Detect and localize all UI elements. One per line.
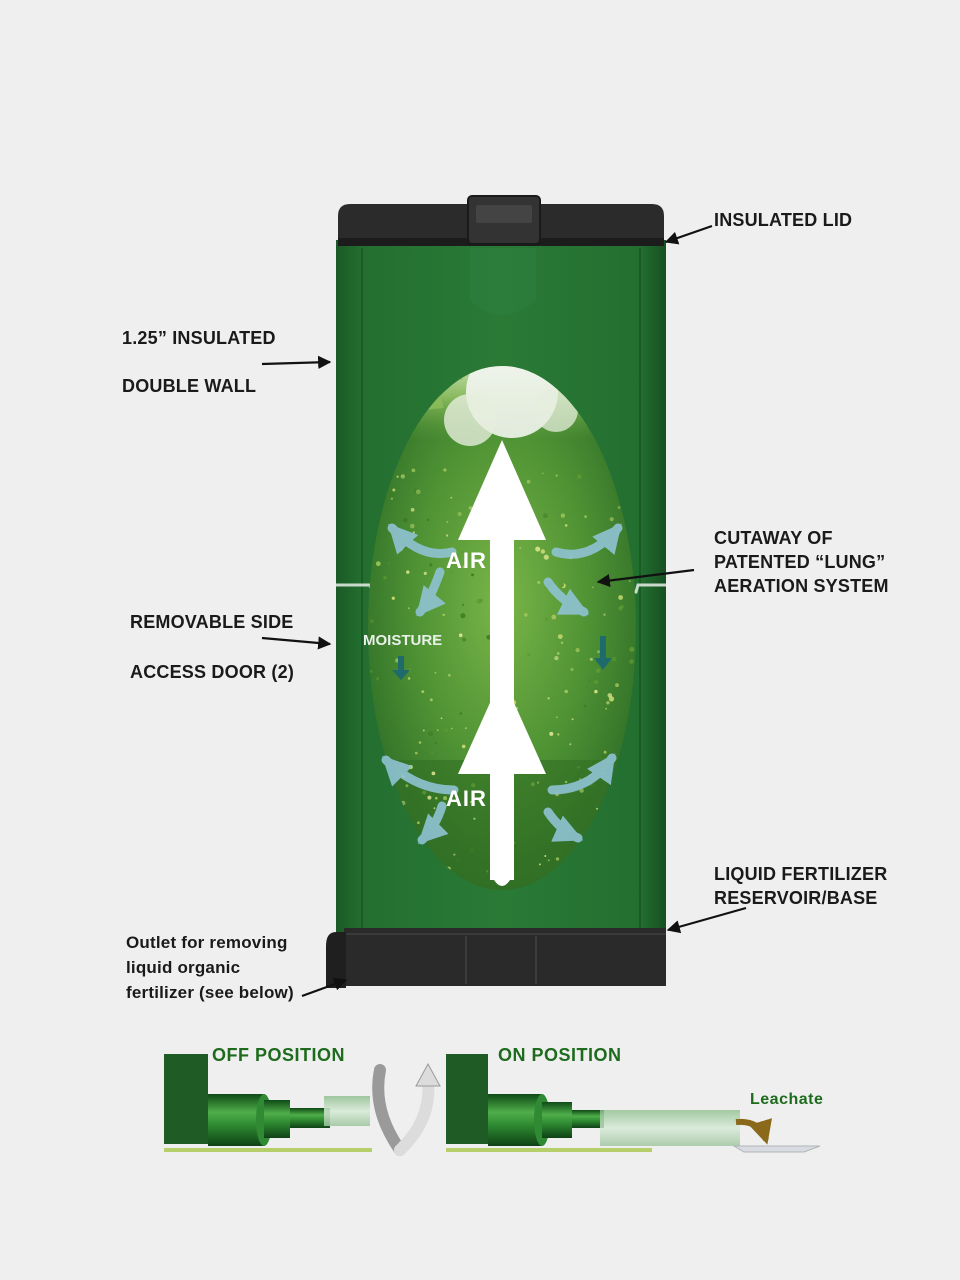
- outlet-label-line2: liquid organic: [126, 955, 240, 980]
- door-label-line2: ACCESS DOOR (2): [130, 660, 294, 684]
- insulated-lid: [338, 196, 664, 246]
- lid-leader: [666, 226, 712, 242]
- leachate-flow-arrow: [736, 1122, 766, 1140]
- leachate-label: Leachate: [750, 1091, 823, 1109]
- door-leader: [262, 638, 330, 644]
- air-label-lower: AIR: [446, 786, 487, 812]
- outlet-label-line1: Outlet for removing: [126, 930, 288, 955]
- cutaway-label-line3: AERATION SYSTEM: [714, 574, 889, 598]
- composter-bin: [326, 196, 666, 988]
- door-label-line1: REMOVABLE SIDE: [130, 610, 293, 634]
- wall-label-line2: DOUBLE WALL: [122, 374, 256, 398]
- outlet-spout: [326, 932, 346, 988]
- air-label-upper: AIR: [446, 548, 487, 574]
- reservoir-base: [326, 928, 666, 988]
- wall-leader: [262, 362, 330, 364]
- reservoir-label-line1: LIQUID FERTILIZER: [714, 862, 887, 886]
- reservoir-label-line2: RESERVOIR/BASE: [714, 886, 878, 910]
- wall-label-line1: 1.25” INSULATED: [122, 326, 276, 350]
- moisture-label: MOISTURE: [363, 632, 442, 649]
- reservoir-leader: [668, 908, 746, 930]
- outlet-label-line3: fertilizer (see below): [126, 980, 294, 1005]
- off-position-title: OFF POSITION: [212, 1045, 345, 1066]
- valve-off-diagram: [164, 1054, 372, 1152]
- rotate-arrow-icon: [378, 1064, 440, 1150]
- on-position-title: ON POSITION: [498, 1045, 622, 1066]
- lid-label: INSULATED LID: [714, 208, 852, 232]
- cutaway-label-line2: PATENTED “LUNG”: [714, 550, 885, 574]
- cutaway-label-line1: CUTAWAY OF: [714, 526, 833, 550]
